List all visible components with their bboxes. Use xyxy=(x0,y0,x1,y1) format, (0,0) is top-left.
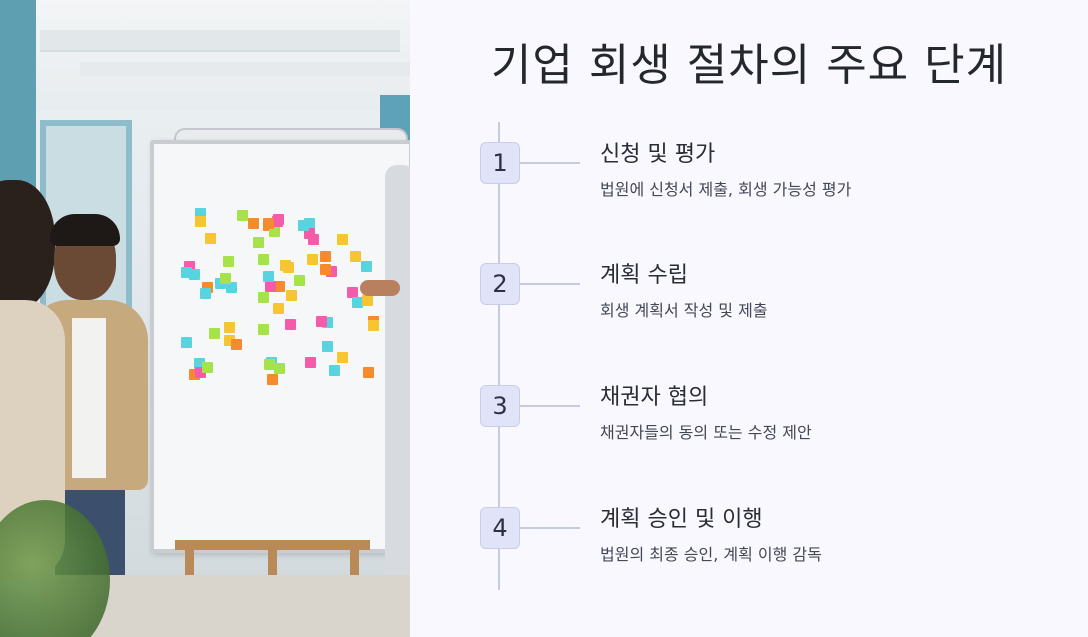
sticky-note xyxy=(195,367,206,378)
sticky-note xyxy=(258,254,269,265)
sticky-note xyxy=(350,251,361,262)
sticky-note xyxy=(195,208,206,219)
sticky-note xyxy=(220,273,231,284)
sticky-note xyxy=(265,281,276,292)
step-description: 회생 계획서 작성 및 제출 xyxy=(600,301,768,320)
sticky-note xyxy=(352,297,363,308)
sticky-note xyxy=(322,341,333,352)
step-number-badge: 3 xyxy=(480,385,520,427)
sticky-note xyxy=(223,256,234,267)
sticky-note xyxy=(224,335,235,346)
sticky-note xyxy=(273,303,284,314)
step-number-badge: 2 xyxy=(480,263,520,305)
step-title: 계획 수립 xyxy=(600,263,688,288)
sticky-note xyxy=(205,233,216,244)
man-shirt xyxy=(72,318,106,478)
sticky-note xyxy=(202,362,213,373)
ceiling xyxy=(0,0,410,110)
step-number-badge: 1 xyxy=(480,142,520,184)
sticky-note xyxy=(226,282,237,293)
sticky-note xyxy=(258,292,269,303)
step-description: 법원에 신청서 제출, 회생 가능성 평가 xyxy=(600,180,852,199)
step-connector xyxy=(520,283,580,285)
flipchart-board xyxy=(150,140,410,553)
sticky-note xyxy=(269,226,280,237)
sticky-note xyxy=(209,328,220,339)
sticky-note xyxy=(237,210,248,221)
sticky-note xyxy=(368,320,379,331)
sticky-note xyxy=(326,266,337,277)
sticky-note xyxy=(264,359,275,370)
ceiling-beam xyxy=(40,30,400,52)
sticky-note xyxy=(307,254,318,265)
sticky-note xyxy=(274,363,285,374)
sticky-note xyxy=(253,237,264,248)
meeting-photo xyxy=(0,0,410,637)
step-connector xyxy=(520,527,580,529)
page-title: 기업 회생 절차의 주요 단계 xyxy=(490,40,1008,91)
presenter-arm xyxy=(360,280,400,296)
sticky-note xyxy=(202,282,213,293)
presenter xyxy=(385,165,410,585)
sticky-note xyxy=(195,216,206,227)
sticky-note xyxy=(224,322,235,333)
sticky-note xyxy=(362,295,373,306)
sticky-note xyxy=(263,271,274,282)
sticky-note xyxy=(285,319,296,330)
sticky-note xyxy=(337,352,348,363)
sticky-note xyxy=(322,317,333,328)
sticky-note xyxy=(189,269,200,280)
easel-leg xyxy=(185,540,194,600)
sticky-note xyxy=(248,218,259,229)
sticky-note xyxy=(298,220,309,231)
sticky-note xyxy=(272,216,283,227)
sticky-note xyxy=(320,251,331,262)
step-description: 채권자들의 동의 또는 수정 제안 xyxy=(600,423,812,442)
sticky-note xyxy=(305,357,316,368)
sticky-note xyxy=(267,374,278,385)
sticky-note xyxy=(184,261,195,272)
sticky-note xyxy=(286,290,297,301)
step-description: 법원의 최종 승인, 계획 이행 감독 xyxy=(600,545,822,564)
sticky-note xyxy=(231,339,242,350)
sticky-note xyxy=(200,288,211,299)
sticky-note xyxy=(189,369,200,380)
sticky-note xyxy=(194,358,205,369)
ceiling-beam xyxy=(80,62,410,76)
easel-leg xyxy=(350,540,359,600)
sticky-note xyxy=(308,234,319,245)
easel-leg xyxy=(268,540,277,600)
sticky-note xyxy=(316,316,327,327)
sticky-note xyxy=(263,218,274,229)
sticky-note xyxy=(329,365,340,376)
step-title: 신청 및 평가 xyxy=(600,142,716,167)
step-number-badge: 4 xyxy=(480,507,520,549)
sticky-note xyxy=(304,218,315,229)
sticky-note xyxy=(347,287,358,298)
sticky-note xyxy=(280,260,291,271)
sticky-note xyxy=(363,367,374,378)
step-connector xyxy=(520,405,580,407)
step-connector xyxy=(520,162,580,164)
sticky-note xyxy=(320,264,331,275)
step-title: 채권자 협의 xyxy=(600,385,709,410)
sticky-note xyxy=(304,228,315,239)
sticky-note xyxy=(181,267,192,278)
step-title: 계획 승인 및 이행 xyxy=(600,507,763,532)
sticky-note xyxy=(294,275,305,286)
sticky-note xyxy=(274,281,285,292)
sticky-note xyxy=(337,234,348,245)
man-hair xyxy=(50,214,120,246)
sticky-note xyxy=(181,337,192,348)
sticky-note xyxy=(258,324,269,335)
timeline-line xyxy=(498,122,500,590)
sticky-note xyxy=(361,261,372,272)
woman-head xyxy=(0,180,55,310)
